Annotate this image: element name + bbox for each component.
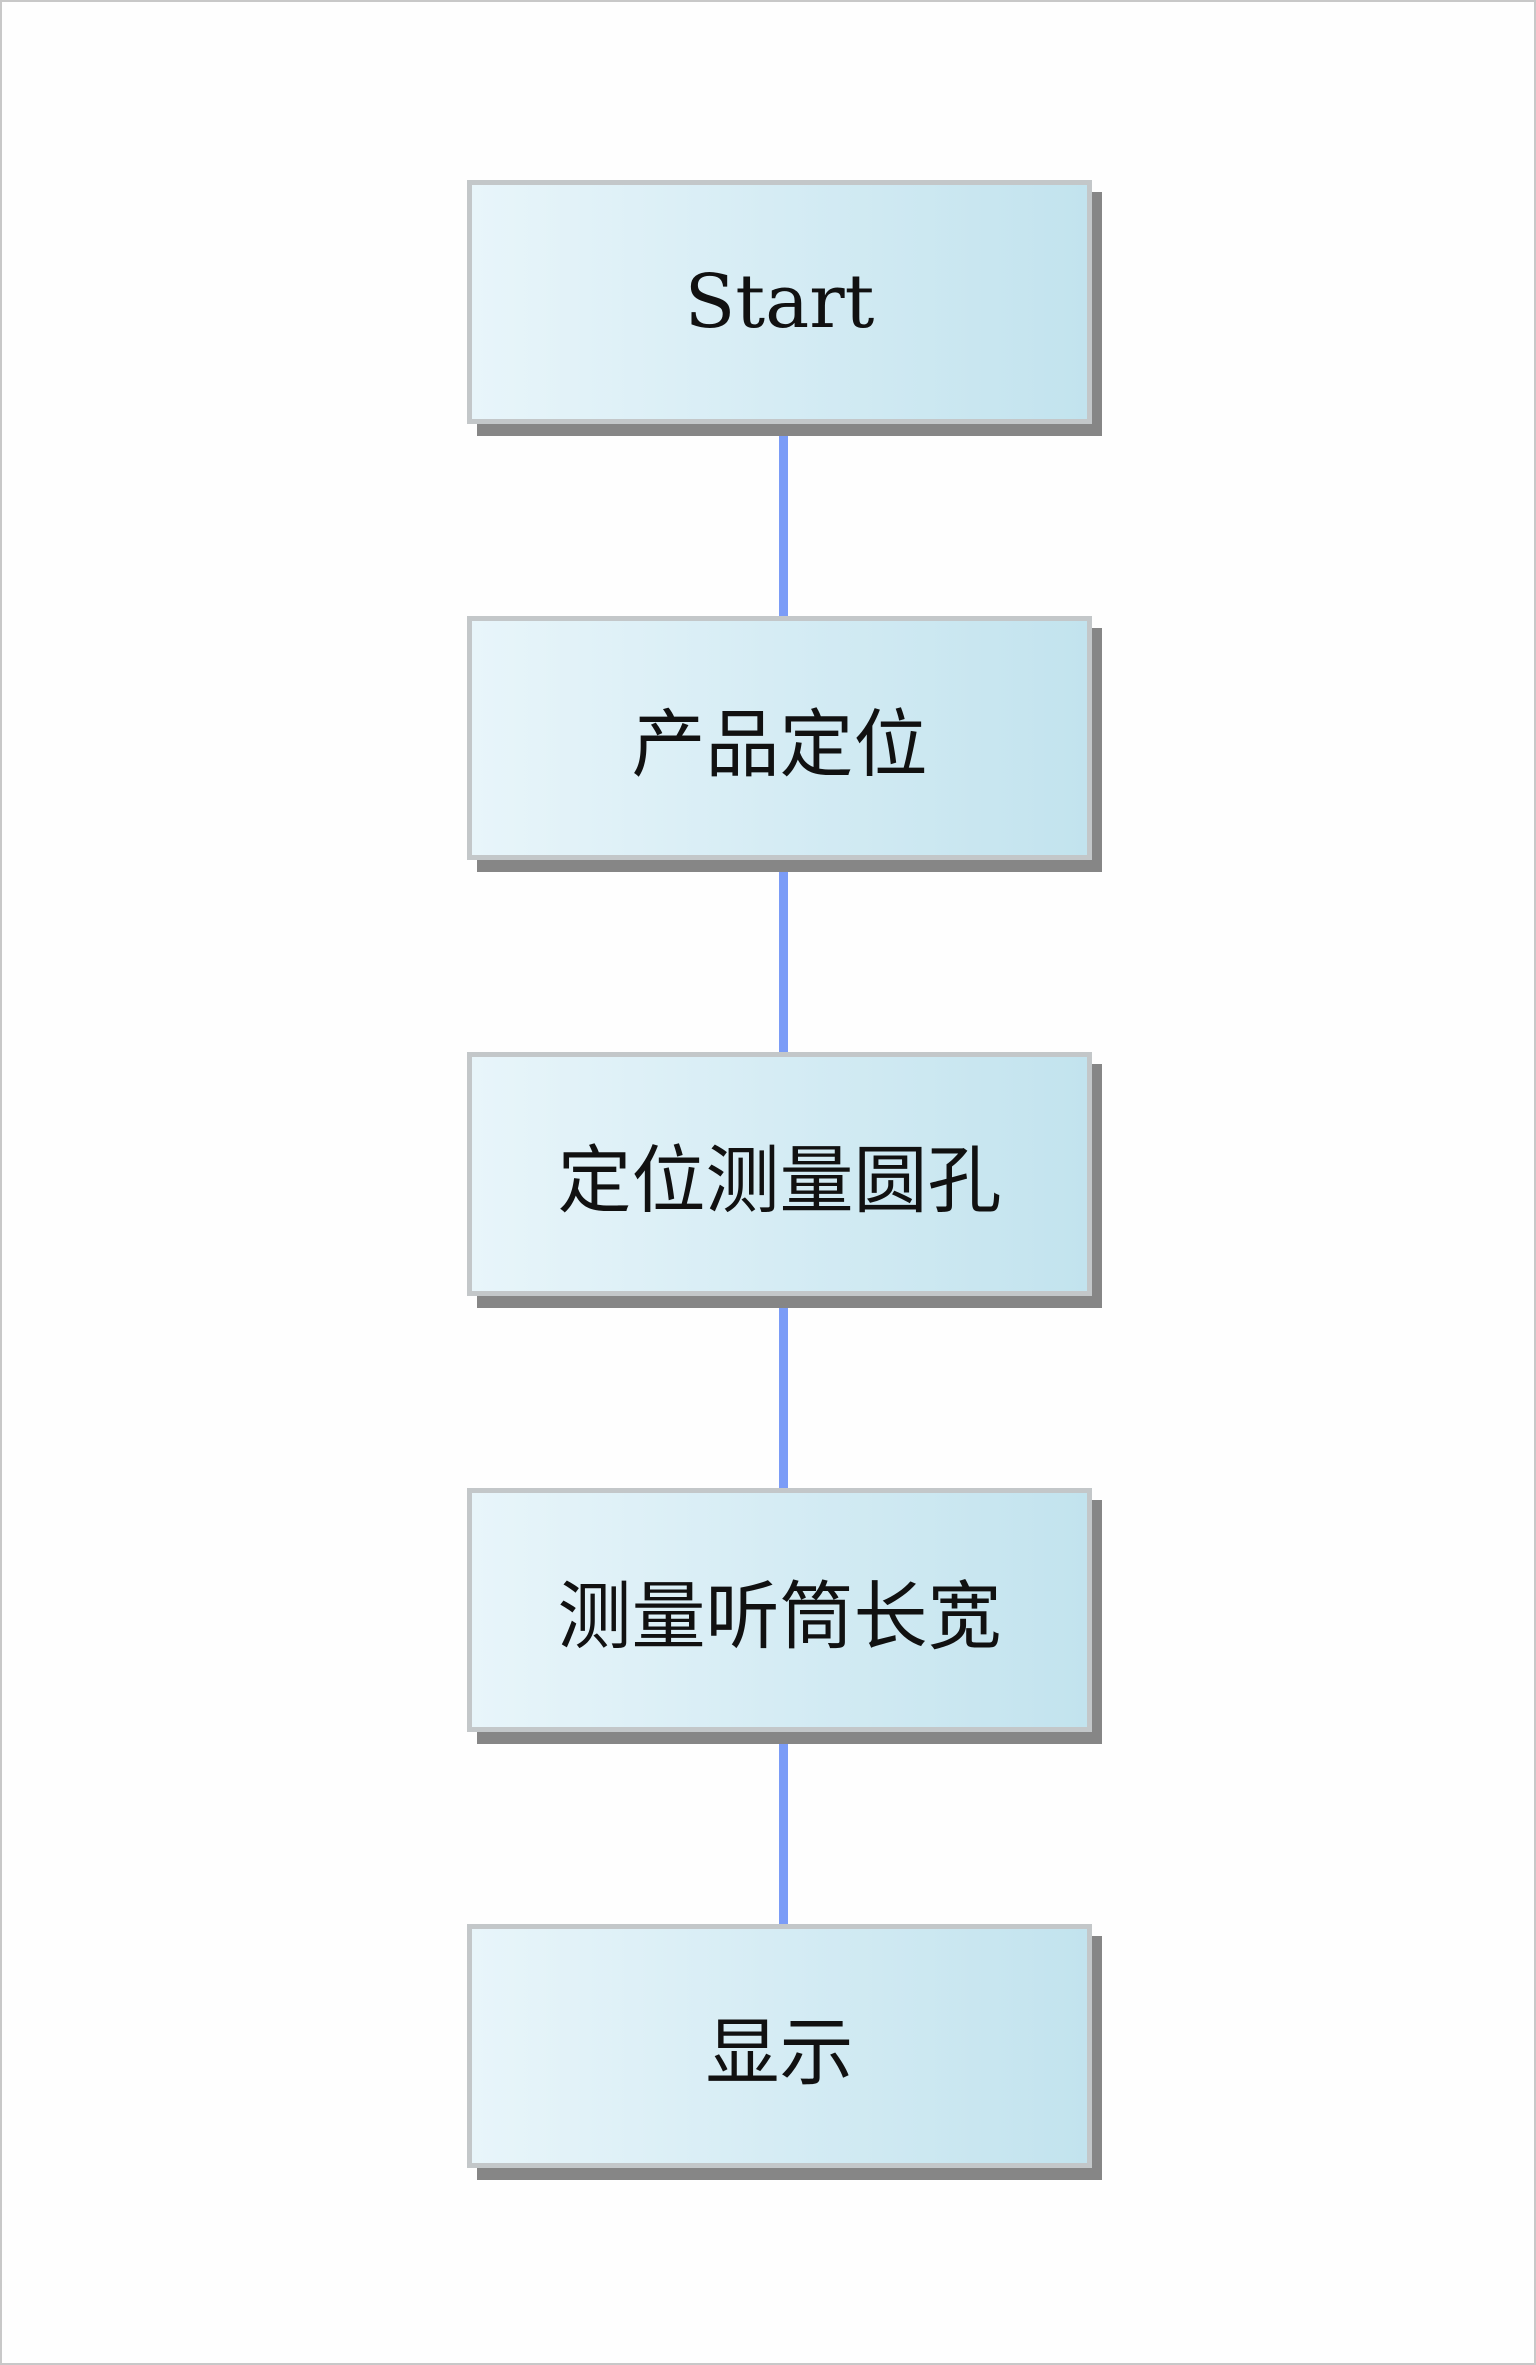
step-display: 显示 [467, 1924, 1092, 2168]
step-measure-hole: 定位测量圆孔 [467, 1052, 1092, 1296]
step-label: 定位测量圆孔 [557, 1137, 1002, 1224]
connector [779, 432, 788, 618]
step-label: Start [684, 259, 875, 345]
step-label: 显示 [705, 2009, 854, 2096]
step-product-positioning: 产品定位 [467, 616, 1092, 860]
connector [779, 1304, 788, 1490]
step-label: 测量听筒长宽 [557, 1573, 1002, 1660]
connector [779, 1740, 788, 1926]
step-label: 产品定位 [631, 701, 928, 788]
connector [779, 868, 788, 1054]
step-start: Start [467, 180, 1092, 424]
step-measure-receiver: 测量听筒长宽 [467, 1488, 1092, 1732]
